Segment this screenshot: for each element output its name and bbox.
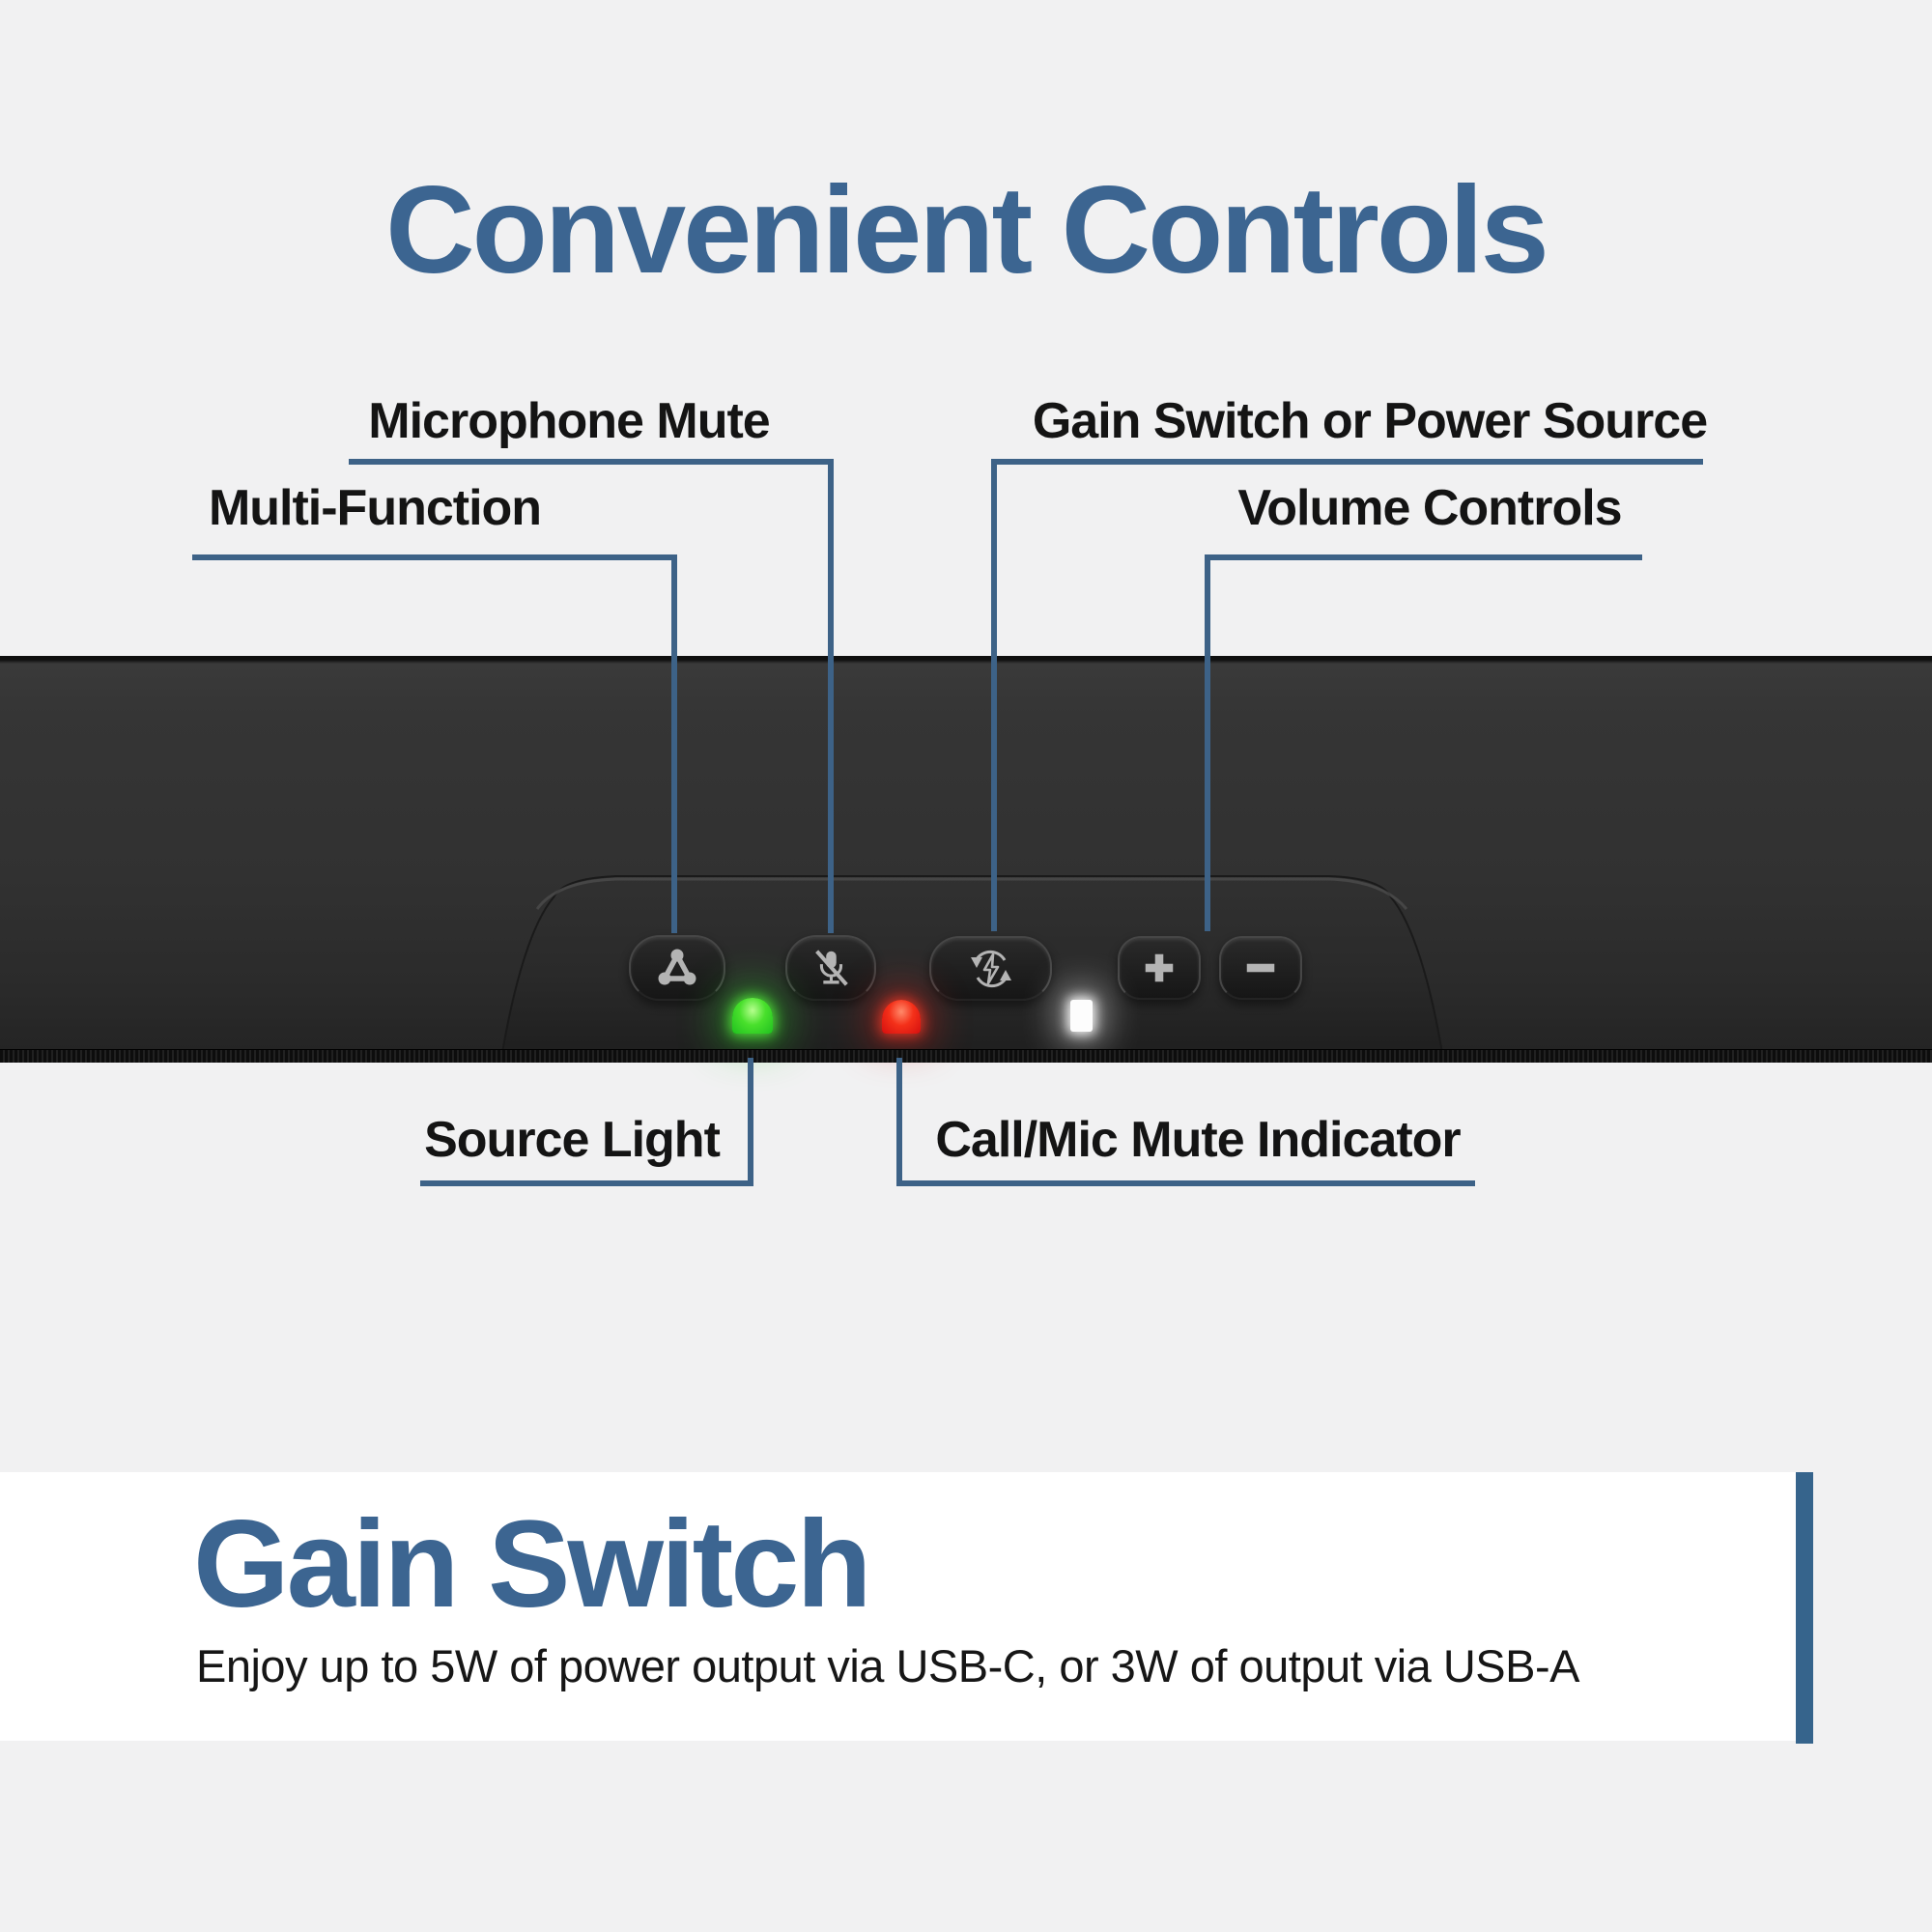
- callout-label-microphone-mute: Microphone Mute: [368, 393, 770, 449]
- callout-line-gain-switch-h: [991, 459, 1703, 465]
- page-title: Convenient Controls: [385, 161, 1549, 299]
- accent-bar: [1796, 1472, 1813, 1744]
- control-panel-recess: [500, 875, 1444, 1054]
- speaker-grille: [0, 1049, 1932, 1063]
- volume-up-button: [1118, 936, 1201, 1000]
- callout-line-volume-controls-h: [1205, 554, 1642, 560]
- callout-line-source-light-h: [420, 1180, 753, 1186]
- callout-line-call-mic-mute-v: [896, 1058, 902, 1186]
- volume-down-button: [1219, 936, 1302, 1000]
- call-mic-mute-led: [882, 1000, 921, 1034]
- microphone-mute-button: [785, 935, 876, 1001]
- callout-label-volume-controls: Volume Controls: [1237, 480, 1622, 536]
- mic-mute-icon: [815, 950, 848, 986]
- callout-line-volume-controls-v: [1205, 554, 1210, 931]
- power-led: [1070, 1000, 1093, 1032]
- callout-line-gain-switch-v: [991, 459, 997, 931]
- callout-label-multi-function: Multi-Function: [208, 480, 542, 536]
- gain-cycle-bolt-icon: [970, 950, 1011, 987]
- callout-label-source-light: Source Light: [424, 1112, 721, 1168]
- soundbar-device: [0, 656, 1932, 1062]
- callout-line-microphone-mute-h: [349, 459, 834, 465]
- plus-icon: [1145, 953, 1174, 982]
- multi-function-button: [629, 935, 725, 1001]
- callout-line-microphone-mute-v: [828, 459, 834, 933]
- feature-card: [0, 1472, 1796, 1741]
- minus-icon: [1246, 963, 1275, 973]
- callout-line-multi-function-h: [192, 554, 677, 560]
- multi-function-icon: [658, 949, 696, 985]
- callout-line-source-light-v: [748, 1058, 753, 1186]
- callout-line-multi-function-v: [671, 554, 677, 933]
- feature-description: Enjoy up to 5W of power output via USB-C…: [196, 1640, 1580, 1691]
- callout-label-call-mic-mute-indicator: Call/Mic Mute Indicator: [935, 1112, 1461, 1168]
- feature-heading: Gain Switch: [193, 1495, 872, 1634]
- callout-line-call-mic-mute-h: [896, 1180, 1475, 1186]
- gain-switch-button: [929, 936, 1052, 1001]
- callout-label-gain-switch-or-power-source: Gain Switch or Power Source: [1032, 393, 1708, 449]
- source-light-led: [732, 998, 773, 1034]
